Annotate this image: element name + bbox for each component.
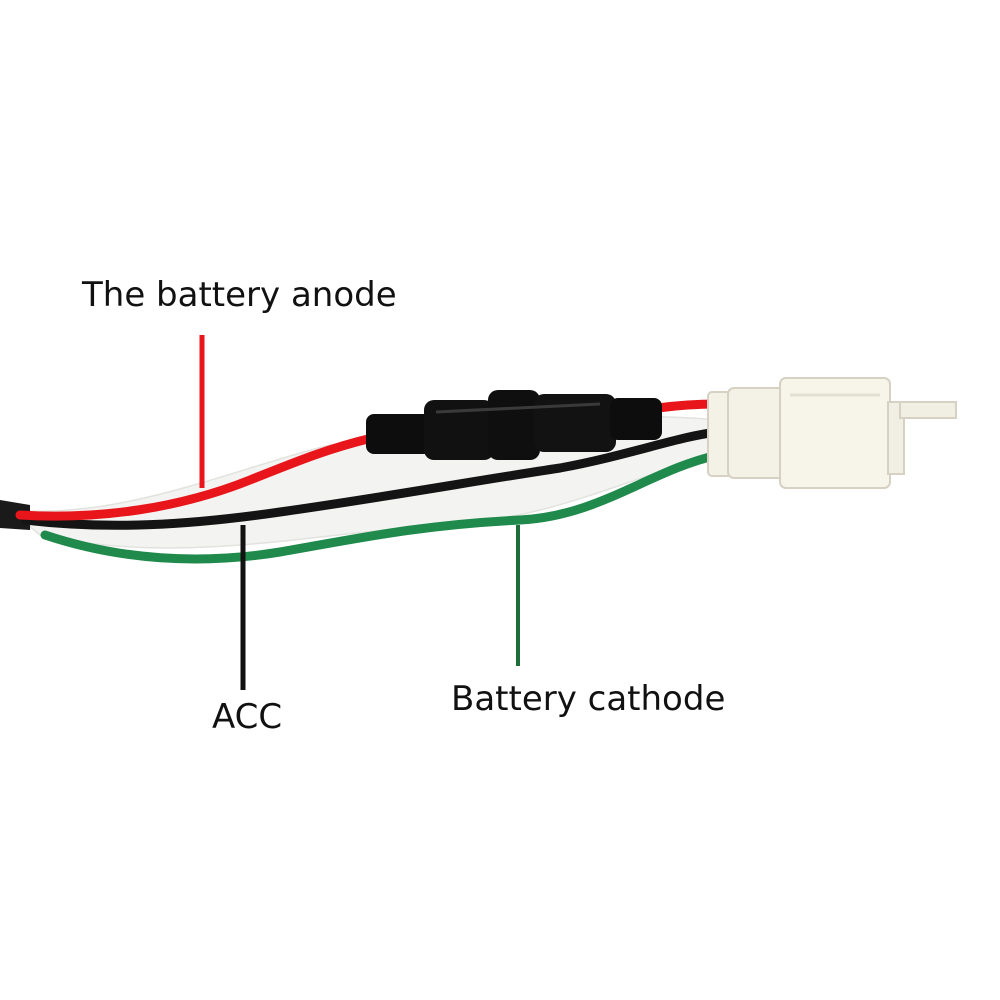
connector-plug <box>707 377 957 489</box>
fuse-holder <box>366 390 662 460</box>
green-wire <box>40 450 723 564</box>
label-acc: ACC <box>212 697 283 737</box>
red-wire <box>15 433 377 521</box>
black-wire <box>20 427 723 530</box>
label-battery-anode: The battery anode <box>82 275 397 315</box>
label-battery-cathode: Battery cathode <box>451 679 726 719</box>
